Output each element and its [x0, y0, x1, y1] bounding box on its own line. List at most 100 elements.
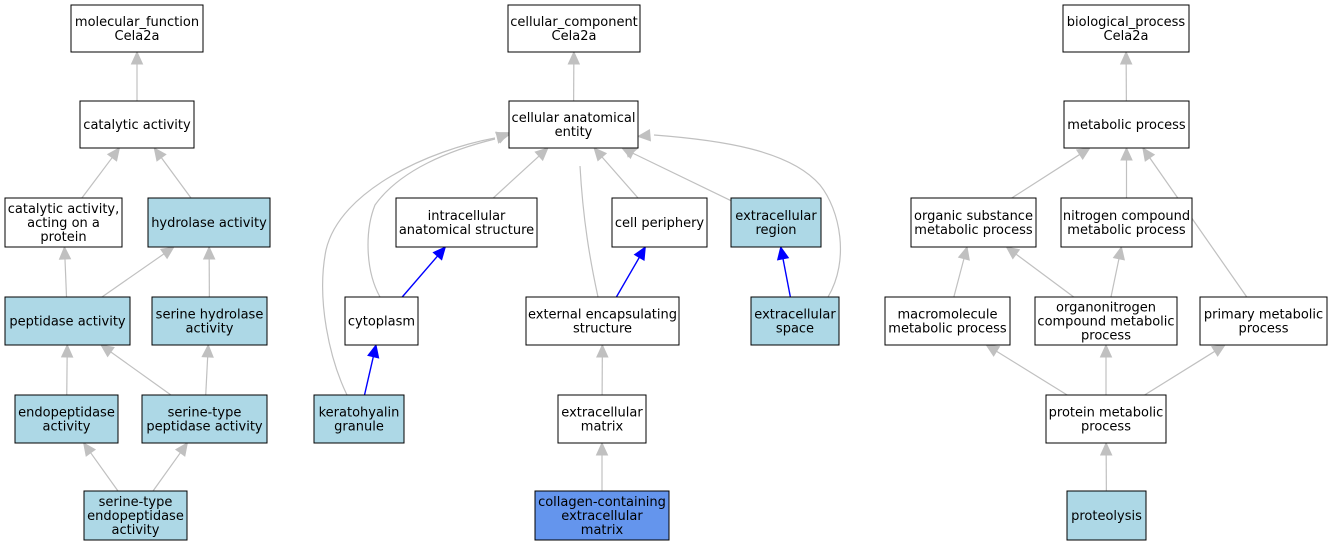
arrowhead — [201, 343, 214, 358]
arrowhead — [174, 442, 189, 457]
node-box — [1060, 197, 1193, 248]
go-node-peptidase[interactable]: peptidase activity — [4, 296, 131, 346]
edge-metab-to-bp_root — [1119, 50, 1133, 102]
node-label-line: matrix — [581, 420, 624, 435]
node-label-line: activity — [43, 420, 91, 435]
edge-endopep-to-peptidase — [60, 343, 74, 396]
arrowhead — [1142, 147, 1156, 162]
go-node-metab[interactable]: metabolic process — [1063, 100, 1190, 149]
arrowhead — [159, 246, 175, 260]
edge-proteolysis-to-prot_met — [1099, 441, 1113, 492]
go-node-periphery[interactable]: cell periphery — [611, 197, 708, 248]
node-label-line: protein — [40, 230, 86, 245]
edge-ser_pep-to-ser_hydro — [201, 343, 214, 396]
edge-ias-to-cae — [492, 147, 549, 199]
arrowhead — [595, 441, 609, 456]
arrowhead — [596, 343, 609, 358]
node-label-line: endopeptidase — [87, 509, 184, 524]
arrowhead — [58, 245, 72, 260]
node-label-line: catalytic activity — [83, 118, 191, 133]
node-box — [151, 296, 268, 346]
edge-kerato-to-cae — [322, 131, 511, 396]
node-label-line: extracellular — [735, 209, 817, 224]
node-label-line: endopeptidase — [18, 406, 115, 421]
arrowhead — [367, 343, 380, 359]
arrowhead — [106, 147, 121, 162]
arrowhead — [1120, 146, 1133, 161]
edge-cat_act-to-mf_root — [130, 50, 144, 101]
node-label-line: serine hydrolase — [156, 308, 264, 323]
node-label-line: organic substance — [914, 209, 1033, 224]
node-label-line: extracellular — [561, 509, 643, 524]
node-label-line: extracellular — [754, 308, 836, 323]
node-box — [4, 296, 131, 346]
go-node-cat-act[interactable]: catalytic activity — [79, 100, 195, 149]
node-label-line: Cela2a — [115, 29, 160, 44]
arrowhead — [776, 245, 790, 261]
node-box — [884, 296, 1011, 346]
edge-cat_prot-to-cat_act — [81, 147, 121, 199]
node-label-line: metabolic process — [888, 322, 1007, 337]
edge-collagen-to-ecm — [595, 441, 609, 491]
arrowhead — [495, 131, 511, 144]
node-label-line: hydrolase activity — [151, 216, 267, 231]
arrowhead — [985, 344, 1001, 357]
node-label-line: activity — [112, 523, 160, 538]
node-box — [4, 197, 123, 248]
node-label-line: organonitrogen — [1056, 301, 1156, 316]
node-label-line: macromolecule — [897, 308, 997, 323]
edge-prot_met-to-macro — [985, 344, 1068, 396]
node-label-line: nitrogen compound — [1063, 209, 1190, 224]
node-box — [395, 197, 538, 248]
go-node-hydrolase[interactable]: hydrolase activity — [147, 197, 271, 248]
arrowhead — [432, 246, 447, 261]
node-box — [313, 394, 405, 444]
node-box — [1045, 394, 1167, 444]
edge-ser_hydro-to-hydrolase — [202, 245, 216, 298]
edge-primary-to-metab — [1142, 147, 1248, 298]
node-label-line: primary metabolic — [1204, 308, 1323, 323]
node-label-line: space — [776, 322, 814, 337]
node-label-line: metabolic process — [1067, 118, 1186, 133]
node-label-line: entity — [555, 125, 593, 140]
arrowhead — [82, 442, 97, 457]
node-box — [1066, 490, 1147, 541]
edge-org_sub-to-metab — [1011, 147, 1091, 199]
node-label-line: region — [755, 223, 796, 238]
go-node-cytoplasm[interactable]: cytoplasm — [344, 296, 419, 346]
node-label-line: matrix — [581, 523, 624, 538]
node-box — [1062, 4, 1190, 53]
node-box — [83, 490, 188, 541]
node-box — [534, 490, 670, 541]
node-label-line: cell periphery — [615, 216, 705, 231]
edge-ser_endo-to-ser_pep — [152, 442, 189, 492]
edge-peptidase-to-cat_prot — [58, 245, 72, 298]
node-label-line: intracellular — [428, 209, 506, 224]
node-label-line: structure — [573, 322, 632, 337]
go-node-proteolysis[interactable]: proteolysis — [1066, 490, 1147, 541]
edge-hydrolase-to-cat_act — [153, 147, 192, 199]
